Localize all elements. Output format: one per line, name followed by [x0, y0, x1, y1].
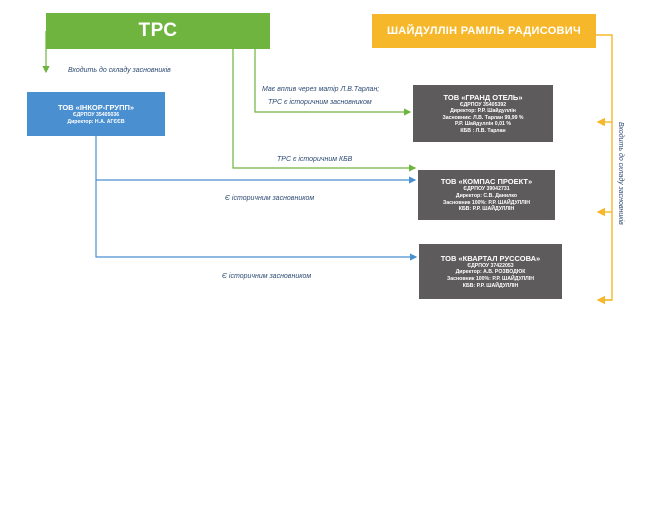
node-kvartal-line: КБВ: Р.Р. ШАЙДУЛЛІН — [462, 282, 519, 289]
edge-label-trs-influence: Має вплив через матір Л.В.Тарлан; — [262, 86, 380, 93]
node-kompas-line: Засновник 100%: Р.Р. ШАЙДУЛЛІН — [443, 199, 530, 206]
edge-trs-kompas — [232, 49, 417, 172]
node-grand-line: Р.Р. Шайдуллін 0,01 % — [455, 121, 511, 128]
edge-inkor-kompas — [95, 136, 417, 184]
node-inkor-line: ЄДРПОУ 35405036 — [72, 111, 120, 118]
edge-trs-grand — [254, 49, 412, 116]
node-grand-line: Засновник: Л.В. Тарлан 99,99 % — [442, 114, 524, 121]
node-kvartal-line: Директор: А.В. РОЗВОДЮК — [455, 269, 526, 276]
edge-person-bracket — [596, 34, 613, 301]
node-grand-otel: ТОВ «ГРАНД ОТЕЛЬ» ЄДРПОУ 35405392 Директ… — [413, 85, 553, 142]
edge-label-trs-inkor: Входить до складу засновників — [68, 67, 171, 74]
node-kompas-name: ТОВ «КОМПАС ПРОЕКТ» — [440, 177, 533, 187]
node-person-title: ШАЙДУЛЛІН РАМІЛЬ РАДИСОВИЧ — [386, 25, 582, 37]
node-kvartal-name: ТОВ «КВАРТАЛ РУССОВА» — [440, 253, 541, 263]
node-kompas-line: ЄДРПОУ 39042731 — [463, 186, 510, 193]
edge-label-inkor-kvartal: Є історичним засновником — [222, 273, 312, 280]
node-person: ШАЙДУЛЛІН РАМІЛЬ РАДИСОВИЧ — [372, 14, 596, 48]
node-grand-line: Директор: Р.Р. Шайдуллін — [450, 108, 516, 115]
node-grand-line: КБВ : Л.В. Тарлан — [460, 127, 506, 134]
node-grand-line: ЄДРПОУ 35405392 — [459, 101, 507, 108]
node-inkor-name: ТОВ «ІНКОР-ГРУПП» — [57, 102, 135, 112]
node-kvartal-line: ЄДРПОУ 37422053 — [467, 262, 514, 269]
node-kvartal-line: Засновник 100%: Р.Р. ШАЙДУЛЛІН — [447, 276, 534, 282]
node-trs-title: ТРС — [138, 20, 178, 41]
node-trs: ТРС — [46, 13, 270, 49]
node-grand-name: ТОВ «ГРАНД ОТЕЛЬ» — [443, 92, 523, 102]
node-kvartal-russova: ТОВ «КВАРТАЛ РУССОВА» ЄДРПОУ 37422053 Ди… — [419, 244, 562, 299]
edge-label-person-companies: Входить до складу засновників — [617, 122, 624, 225]
node-kompas-line: Директор: С.В. Данилко — [455, 192, 518, 199]
node-inkor-group: ТОВ «ІНКОР-ГРУПП» ЄДРПОУ 35405036 Директ… — [27, 92, 165, 136]
edge-label-trs-kbv: ТРС є історичним КБВ — [277, 156, 353, 163]
edge-label-inkor-kompas: Є історичним засновником — [225, 195, 315, 202]
edge-label-trs-historic-founder: ТРС є історичним засновником — [268, 99, 372, 106]
edge-inkor-kvartal — [95, 180, 418, 261]
node-kompas-proekt: ТОВ «КОМПАС ПРОЕКТ» ЄДРПОУ 39042731 Дире… — [418, 170, 555, 220]
node-kompas-line: КБВ: Р.Р. ШАЙДУЛЛІН — [458, 206, 515, 213]
node-inkor-line: Директор: Н.А. АГЄЄВ — [67, 118, 125, 125]
